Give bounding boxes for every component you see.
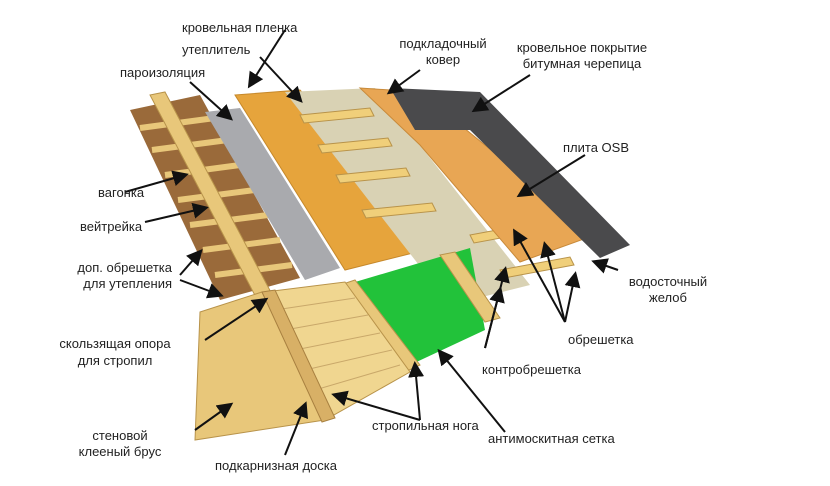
label-counter-batten: контробрешетка	[482, 362, 582, 377]
label-insulation: утеплитель	[182, 42, 251, 57]
label-wind-board: вейтрейка	[80, 219, 143, 234]
pointer-arrows	[124, 29, 619, 456]
label-vapor-barrier: пароизоляция	[120, 65, 205, 80]
label-batten: обрешетка	[568, 332, 634, 347]
label-osb: плита OSB	[563, 140, 629, 155]
gable-planks	[274, 297, 401, 391]
vapor-barrier-layer	[205, 108, 340, 280]
label-lining: вагонка	[98, 185, 145, 200]
shingles-layer	[390, 88, 630, 258]
label-rafter: стропильная нога	[372, 418, 479, 433]
soffit-board	[261, 289, 336, 423]
label-soffit-board: подкарнизная доска	[215, 458, 338, 473]
counter-battens	[299, 107, 575, 279]
rafter	[439, 251, 501, 323]
label-roof-membrane: кровельная пленка	[182, 20, 298, 35]
label-mosquito-net: антимоскитная сетка	[488, 431, 615, 446]
